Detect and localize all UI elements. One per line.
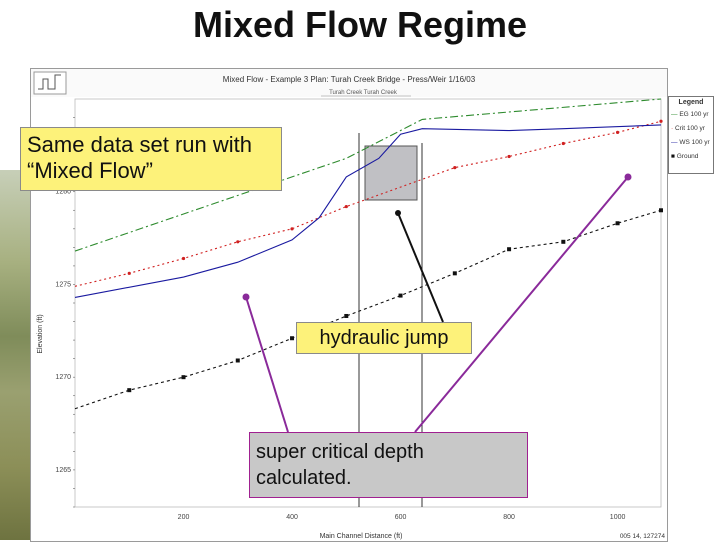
data-point-ground [235,358,240,363]
legend: Legend — EG 100 yr · Crit 100 yr — WS 10… [668,96,714,174]
toolbar-icon[interactable] [33,71,67,95]
x-tick-label: 200 [178,514,190,521]
data-point-crit [344,204,348,209]
legend-item-crit: · Crit 100 yr [671,125,705,132]
y-axis-label: Elevation (ft) [37,314,44,353]
y-tick-label: 1265 [55,467,71,474]
data-point-crit [290,227,294,231]
hydraulic-jump-callout: hydraulic jump [296,322,472,354]
data-point-ground [615,221,620,226]
series-line-ws [74,124,662,298]
data-point-ground [452,271,457,276]
x-tick-label: 800 [503,514,515,521]
series-line-ground [74,209,662,410]
data-point-ground [290,336,295,341]
data-point-ground [507,247,512,252]
data-point-ground [659,208,663,213]
slide-title: Mixed Flow Regime [192,4,528,45]
legend-item-eg: — EG 100 yr [671,111,709,118]
y-tick-label: 1280 [55,189,71,196]
data-point-ground [127,388,132,393]
plot-header-text: Mixed Flow - Example 3 Plan: Turah Creek… [223,75,476,84]
data-point-crit [127,271,131,275]
y-tick-label: 1270 [55,374,71,381]
data-point-ground [398,293,403,298]
mixed-flow-callout: Same data set run with “Mixed Flow” [20,127,282,191]
data-point-crit [561,141,565,146]
data-point-ground [344,313,349,318]
data-point-ground [561,239,566,244]
legend-item-ws: — WS 100 yr [671,139,710,146]
data-point-crit [659,119,663,123]
data-point-crit [236,240,240,244]
series-line-eg [74,98,662,252]
data-point-crit [453,166,457,170]
legend-item-ground: ■ Ground [671,153,699,160]
x-axis-label: Main Channel Distance (ft) [320,533,403,540]
data-point-crit [615,130,620,134]
y-tick-label: 1275 [55,281,71,288]
plot-subheader-text: Turah Creek Turah Creek [329,90,398,96]
corner-readout: 005 14, 127274 [620,533,666,540]
data-point-ground [181,375,186,380]
plot-header-bar [31,69,667,97]
bridge-deck [364,145,418,201]
x-tick-label: 400 [286,514,298,521]
x-tick-label: 1000 [610,514,626,521]
data-point-crit [181,256,186,261]
x-tick-label: 600 [395,514,407,521]
super-critical-callout: super critical depth calculated. [249,432,528,498]
legend-title: Legend [678,99,704,106]
data-point-crit [507,154,511,159]
